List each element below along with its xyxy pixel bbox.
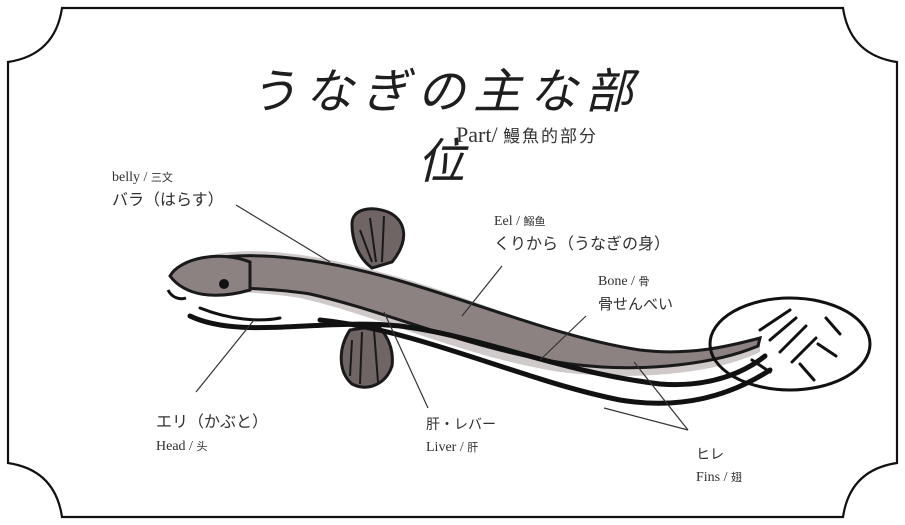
label-liver: 肝・レバー Liver / 肝 [426,414,496,459]
leader-eel [461,265,503,317]
leader-fins-1 [633,361,689,431]
label-fins: ヒレ Fins / 翅 [696,444,742,489]
label-belly-en: belly / [112,170,151,185]
leader-liver [383,311,429,409]
decorative-frame [6,6,899,519]
label-eel: Eel / 鰯鱼 くりから（うなぎの身） [494,210,670,255]
pectoral-fin-rays [349,329,379,385]
label-head-ja: エリ（かぶと） [156,412,269,431]
label-eel-ja: くりから（うなぎの身） [494,234,671,253]
label-bone-zh: 骨 [638,275,650,288]
label-head: エリ（かぶと） Head / 头 [156,410,268,459]
dorsal-fin-shape [350,207,406,270]
label-fins-en: Fins / [696,470,732,485]
label-belly: belly / 三文 バラ（はらす） [112,166,224,211]
label-liver-ja: 肝・レバー [426,417,496,433]
dorsal-fin-rays [359,215,385,263]
belly-stripe-2 [198,306,282,322]
eel-eye [219,279,229,289]
label-head-en: Head / [156,439,197,454]
page-subtitle: Part/ 鰻魚的部分 [456,122,598,148]
belly-stripe-1 [187,313,768,388]
tail-fin [708,296,872,392]
tail-fin-rays [750,308,842,382]
label-eel-zh: 鰯鱼 [523,215,546,228]
leader-lines [195,204,689,431]
label-liver-zh: 肝 [467,441,479,454]
belly-stripe-3 [317,317,773,406]
label-liver-en: Liver / [426,440,468,455]
page-title: うなぎの主な部位 [248,64,641,190]
pectoral-fin-shape [339,324,394,389]
label-eel-en: Eel / [494,214,524,229]
label-head-zh: 头 [196,440,208,453]
leader-bone [539,315,587,361]
label-bone: Bone / 骨 骨せんべい [598,270,673,315]
label-belly-zh: 三文 [150,171,173,184]
label-bone-ja: 骨せんべい [598,295,674,313]
subtitle-en: Part/ [456,122,498,147]
label-belly-ja: バラ（はらす） [112,190,224,209]
leader-fins-2 [603,407,689,431]
label-bone-en: Bone / [598,274,639,289]
eel-mouth [166,289,187,301]
label-fins-zh: 翅 [731,471,743,484]
eel-body [178,254,763,370]
subtitle-zh: 鰻魚的部分 [503,127,599,147]
leader-belly [235,204,331,263]
label-fins-ja: ヒレ [696,447,724,463]
leader-head [195,319,255,393]
eel-head [168,254,252,297]
